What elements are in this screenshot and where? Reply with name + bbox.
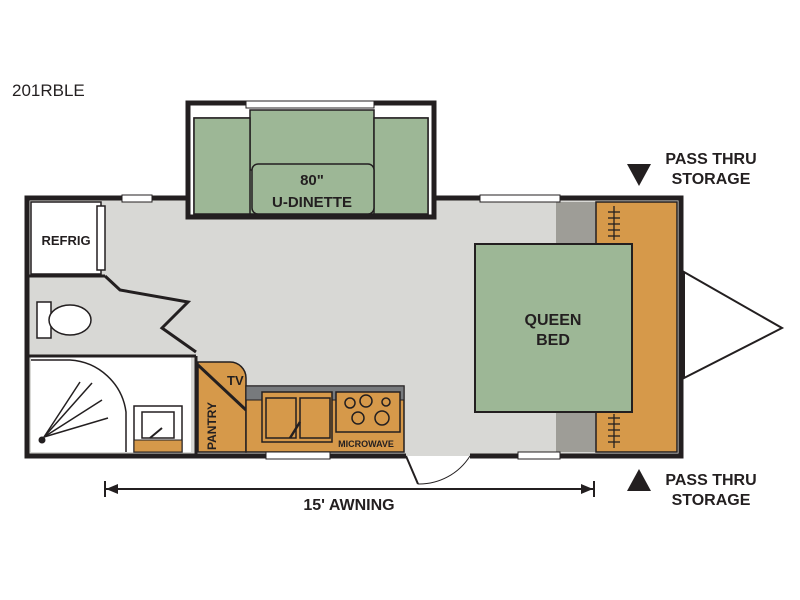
storage-hatch-bottom: [608, 414, 620, 448]
bed-label: BED: [536, 332, 570, 349]
windows: [121, 194, 561, 460]
entry-door: [405, 455, 471, 485]
dinette-size-label: 80": [300, 172, 324, 189]
microwave-label: MICROWAVE: [338, 439, 394, 449]
pantry-cabinet: [196, 361, 248, 453]
tv-label: TV: [227, 373, 244, 388]
awning-dimension: [104, 481, 595, 497]
bathroom-walls: [27, 274, 198, 456]
model-number: 201RBLE: [12, 81, 85, 100]
dinette-label: U-DINETTE: [272, 194, 352, 211]
refrig-label: REFRIG: [41, 233, 90, 248]
toilet: [36, 301, 92, 339]
dinette-left-seat: [193, 117, 251, 215]
storage-arrow-up: [627, 469, 651, 491]
storage-hatch-top: [608, 206, 620, 240]
shower: [31, 359, 127, 452]
slide-window: [245, 100, 375, 109]
kitchen-sink: [261, 391, 333, 443]
storage-top-line1: PASS THRU: [665, 151, 756, 168]
stove: [335, 391, 401, 433]
queen-label: QUEEN: [525, 312, 582, 329]
storage-arrow-down: [627, 164, 651, 186]
dinette-table: [251, 163, 375, 215]
awning-label: 15' AWNING: [303, 497, 394, 514]
storage-bottom-line1: PASS THRU: [665, 472, 756, 489]
queen-bed: [474, 243, 633, 413]
storage-top-line2: STORAGE: [672, 171, 751, 188]
hitch-tongue: [683, 270, 785, 380]
storage-bottom-line2: STORAGE: [672, 492, 751, 509]
dinette-back-cushion: [249, 109, 375, 171]
pantry-label: PANTRY: [205, 402, 219, 450]
bathroom-sink: [133, 405, 183, 453]
refrigerator: [30, 201, 102, 275]
dinette-right-seat: [373, 117, 429, 215]
